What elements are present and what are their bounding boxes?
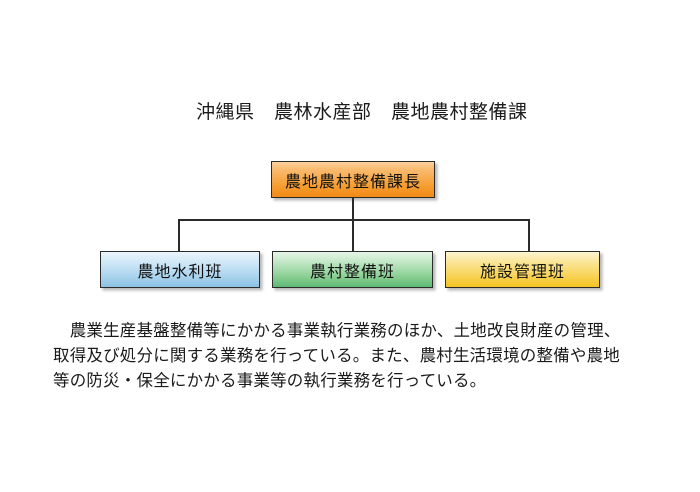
page-title: 沖縄県 農林水産部 農地農村整備課 [196, 101, 528, 123]
org-node-head[interactable]: 農地農村整備課長 [271, 161, 435, 198]
description-line-2: 取得及び処分に関する業務を行っている。また、農村生活環境の整備や農地 [53, 346, 620, 365]
connector-vertical-to-child-3 [528, 219, 530, 252]
connector-horizontal-bus [178, 219, 530, 221]
connector-vertical-to-child-2 [352, 219, 354, 252]
org-node-child-2[interactable]: 農村整備班 [272, 251, 433, 288]
org-node-child-3[interactable]: 施設管理班 [445, 251, 600, 288]
description-text: 農業生産基盤整備等にかかる事業執行業務のほか、土地改良財産の管理、 取得及び処分… [53, 318, 653, 393]
org-node-child-1[interactable]: 農地水利班 [100, 251, 260, 288]
description-line-3: 等の防災・保全にかかる事業等の執行業務を行っている。 [53, 371, 487, 390]
description-line-1: 農業生産基盤整備等にかかる事業執行業務のほか、土地改良財産の管理、 [53, 321, 621, 340]
connector-vertical-from-head [352, 198, 354, 221]
connector-vertical-to-child-1 [178, 219, 180, 252]
